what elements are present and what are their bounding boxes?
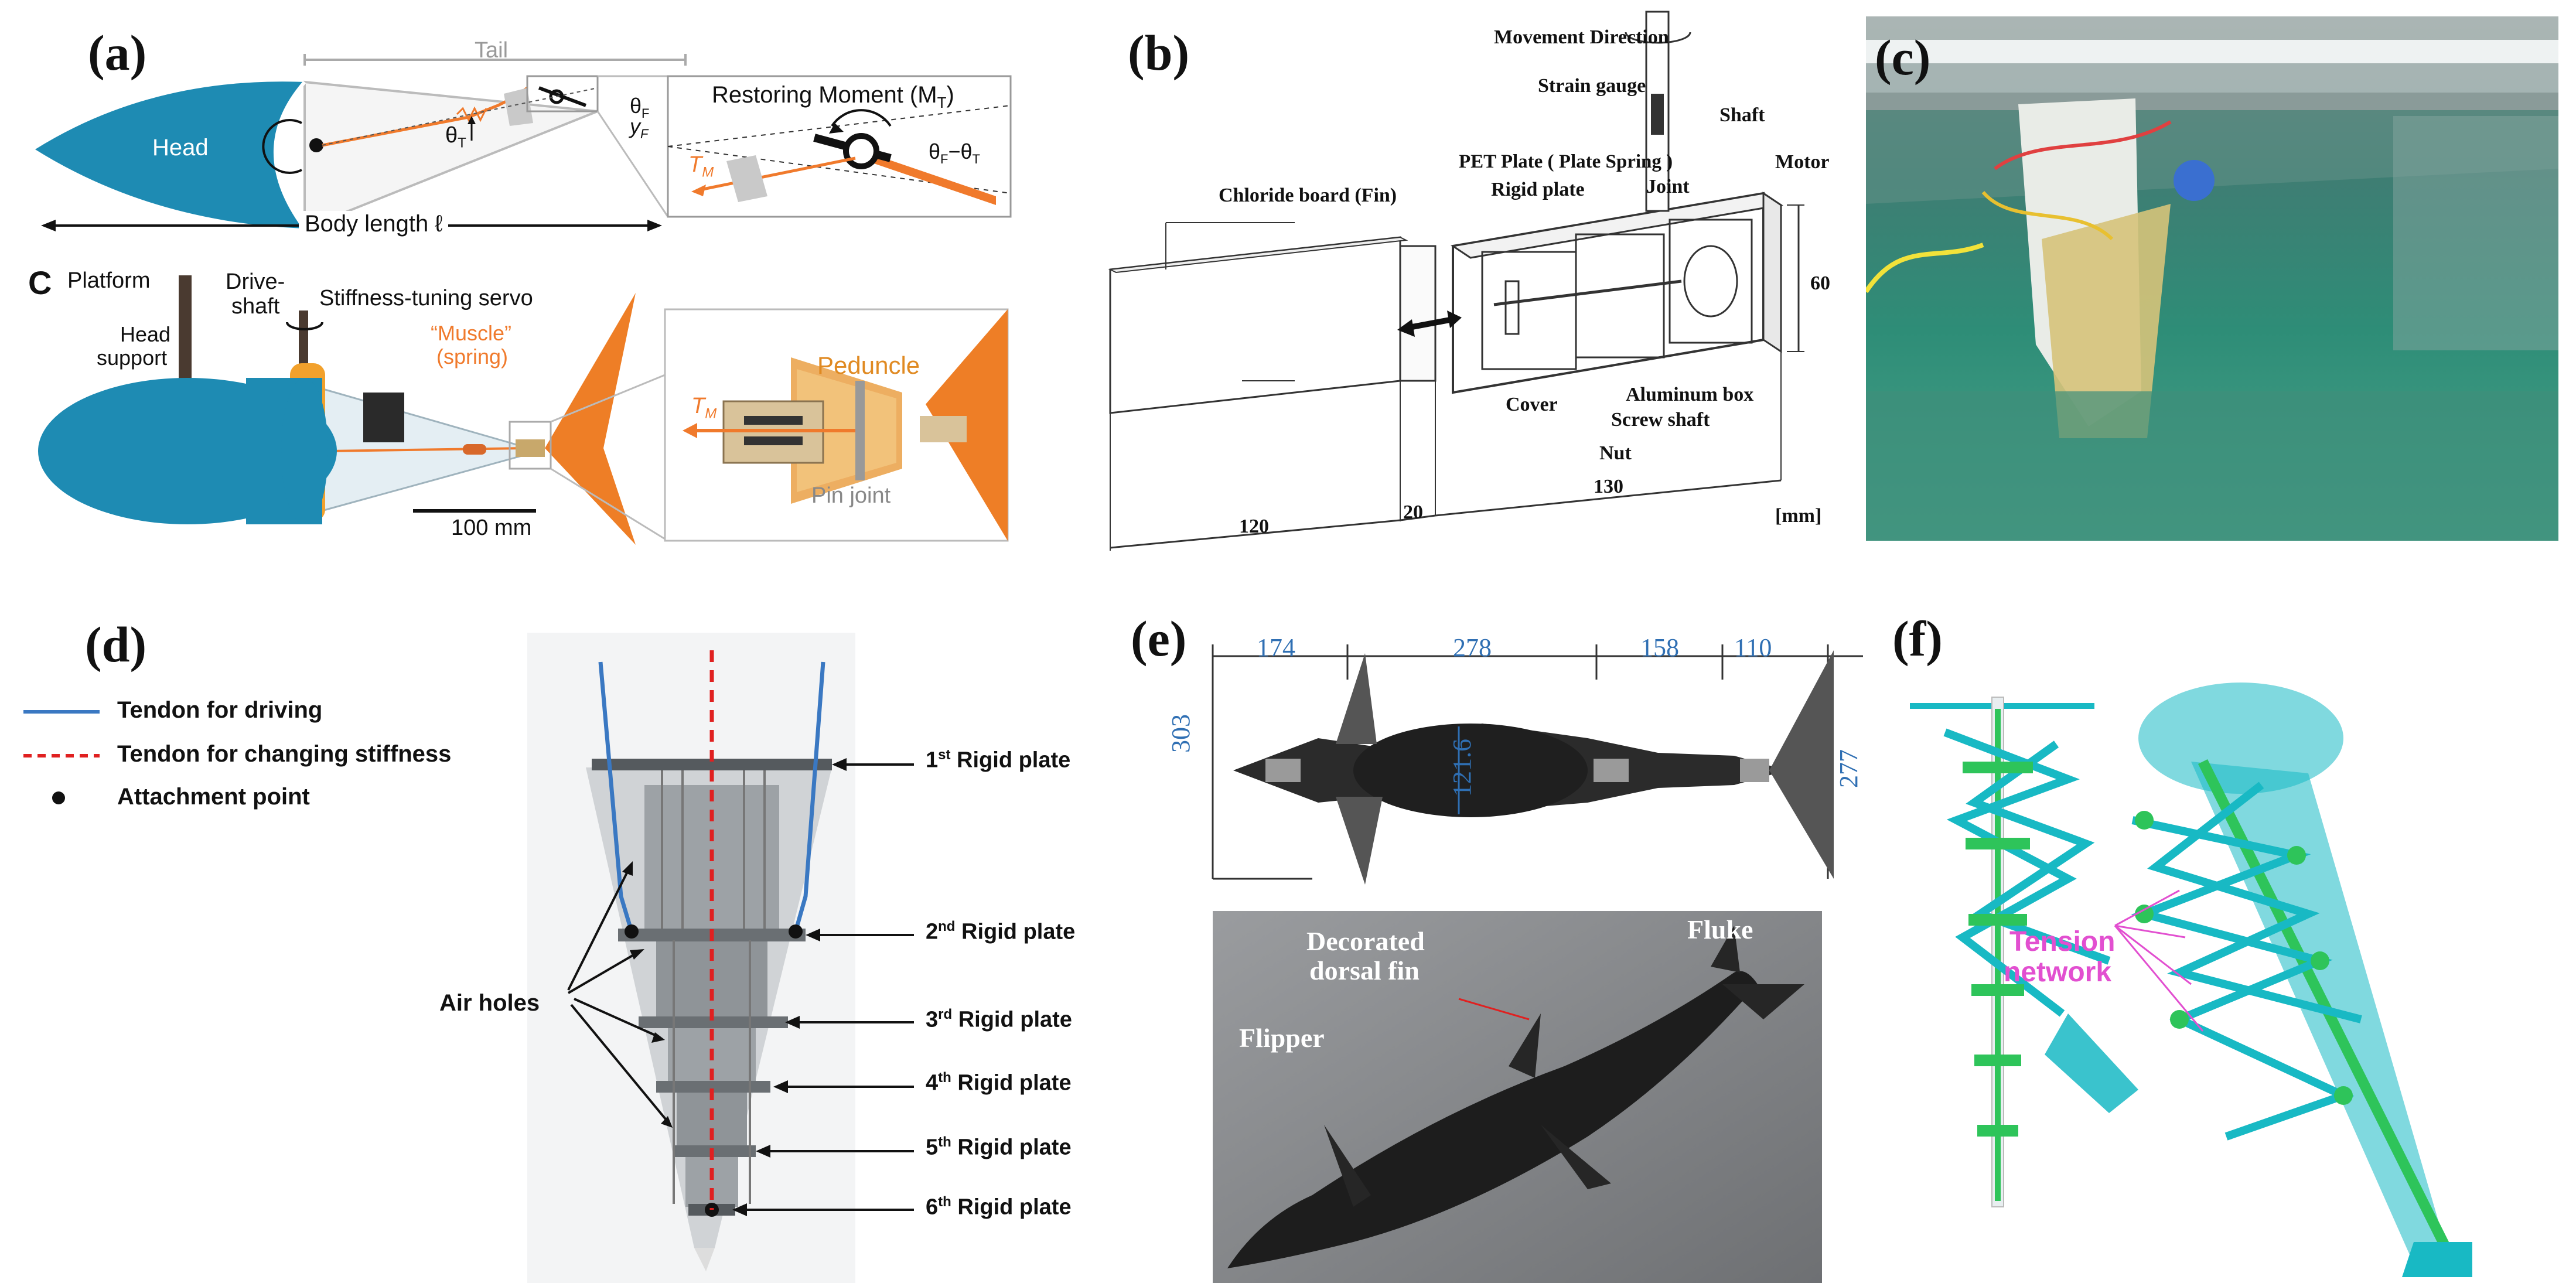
dim-303: 303	[1166, 714, 1195, 753]
rigid-label: Rigid plate	[1491, 179, 1585, 200]
dim-121-6: 121.6	[1448, 739, 1476, 797]
decorated-label-1: Decorated	[1306, 926, 1425, 956]
drive-shaft-label-2: shaft	[231, 294, 280, 319]
tm-label-a: TM	[688, 152, 714, 180]
unit-label: [mm]	[1775, 505, 1822, 527]
tension-label-2: network	[2004, 957, 2112, 988]
y-f-label: yF	[630, 114, 649, 142]
panel-c-label: (c)	[1875, 29, 1931, 86]
y-f-symbol: y	[630, 114, 640, 138]
restoring-moment-label: Restoring Moment (MT)	[712, 82, 954, 111]
panel-a: (a)	[0, 0, 1031, 258]
theta-t-symbol: θ	[445, 123, 458, 148]
head-support-label-2: support	[97, 346, 168, 370]
panel-c-photo: (c)	[1866, 16, 2558, 541]
tail-label: Tail	[475, 38, 509, 63]
panel-a-diagram	[35, 54, 1012, 231]
drive-shaft-label-1: Drive-	[226, 269, 285, 294]
plate-label-4: 4th Rigid plate	[926, 1070, 1072, 1096]
dim-120: 120	[1239, 516, 1269, 537]
panel-b: (b)	[1049, 0, 1857, 574]
dim-110: 110	[1734, 633, 1772, 662]
strain-label: Strain gauge	[1538, 75, 1646, 97]
flipper-label: Flipper	[1239, 1023, 1325, 1053]
panel-f-diagram	[1910, 683, 2472, 1277]
tm-symbol-a: T	[688, 152, 702, 177]
panel-e-label: (e)	[1131, 610, 1187, 667]
panel-a-label: (a)	[88, 25, 147, 81]
theta-f-symbol: θ	[630, 94, 642, 118]
peduncle-label: Peduncle	[817, 352, 920, 379]
panel-c-small-label: C	[28, 264, 52, 301]
theta-diff-label: θF−θT	[929, 139, 980, 167]
legend-attachment: Attachment point	[117, 784, 310, 810]
restoring-moment-text: Restoring Moment (M	[712, 82, 937, 108]
head-support-label-1: Head	[120, 322, 171, 346]
legend-stiffness: Tendon for changing stiffness	[117, 741, 452, 767]
dim-278: 278	[1453, 633, 1492, 662]
dim-158: 158	[1640, 633, 1679, 662]
plate-label-6: 6th Rigid plate	[926, 1194, 1072, 1220]
nut-label: Nut	[1599, 442, 1632, 464]
theta-diff-symbol: θ	[929, 139, 941, 163]
tm-label-c: TM	[691, 394, 717, 422]
panel-b-label: (b)	[1128, 25, 1190, 81]
restoring-moment-sub: T	[937, 94, 947, 111]
panel-c-small-diagram	[38, 275, 1009, 545]
panel-d-label: (d)	[85, 616, 147, 673]
legend-driving: Tendon for driving	[117, 697, 323, 723]
panel-e-diagram	[1212, 644, 1863, 1283]
muscle-label-2: (spring)	[436, 344, 509, 368]
pin-joint-label: Pin joint	[811, 483, 891, 508]
fin-label: Chloride board (Fin)	[1219, 185, 1397, 206]
dim-130: 130	[1594, 476, 1623, 497]
panel-f-label: (f)	[1892, 610, 1943, 667]
shaft-label: Shaft	[1719, 104, 1765, 126]
tm-symbol-c: T	[691, 394, 705, 418]
scale-label: 100 mm	[451, 516, 532, 540]
fluke-label: Fluke	[1687, 915, 1753, 944]
tension-label-1: Tension	[2009, 926, 2116, 957]
plate-label-2: 2nd Rigid plate	[926, 919, 1076, 944]
theta-f-label: θF	[630, 94, 650, 121]
movement-label: Movement Direction	[1494, 26, 1669, 48]
pet-label: PET Plate ( Plate Spring )	[1459, 151, 1673, 172]
panel-c-small: C Platform Drive- shaft Head support Sti…	[0, 258, 1031, 551]
plate-label-3: 3rd Rigid plate	[926, 1006, 1072, 1032]
platform-label: Platform	[67, 268, 151, 293]
screw-label: Screw shaft	[1611, 409, 1710, 431]
head-label: Head	[152, 135, 209, 161]
plate-label-1: 1st Rigid plate	[926, 747, 1071, 773]
panel-e: (e)	[1131, 609, 1863, 1283]
joint-label: Joint	[1646, 176, 1690, 197]
dim-60: 60	[1810, 272, 1830, 294]
dim-277: 277	[1834, 749, 1863, 788]
cover-label: Cover	[1506, 394, 1558, 415]
muscle-label-1: “Muscle”	[431, 321, 512, 345]
motor-label: Motor	[1775, 151, 1830, 173]
panel-b-diagram	[1108, 11, 1804, 551]
aluminum-label: Aluminum box	[1626, 384, 1754, 405]
servo-label: Stiffness-tuning servo	[319, 286, 533, 310]
panel-d-diagram	[23, 633, 914, 1283]
tank-photo-drawing	[1866, 16, 2558, 541]
dim-174: 174	[1257, 633, 1295, 662]
panel-f: (f)	[1875, 609, 2576, 1283]
theta-t-label: θT	[445, 123, 466, 151]
dim-20: 20	[1403, 501, 1423, 523]
body-length-label: Body length ℓ	[299, 211, 449, 237]
decorated-label-2: dorsal fin	[1309, 956, 1420, 985]
panel-d: (d)	[0, 615, 1148, 1283]
plate-label-5: 5th Rigid plate	[926, 1134, 1072, 1160]
air-holes-label: Air holes	[439, 990, 540, 1016]
